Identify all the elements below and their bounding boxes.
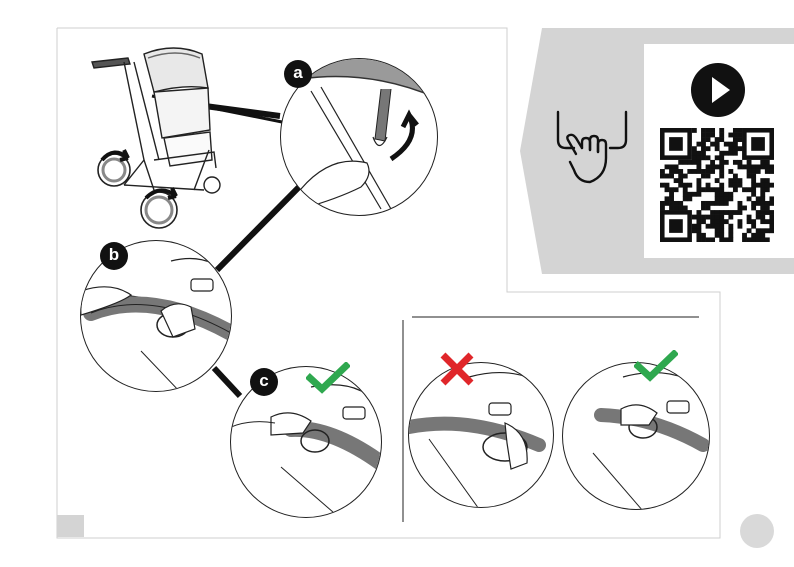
- wrong-example-circle: [408, 362, 554, 508]
- corner-tab: [57, 515, 84, 537]
- step-badge-a: a: [284, 60, 312, 88]
- play-icon[interactable]: [690, 62, 746, 118]
- check-icon: [634, 350, 678, 382]
- qr-code-icon[interactable]: [660, 128, 774, 242]
- cross-icon: [438, 350, 476, 388]
- stroller-illustration: [84, 40, 244, 230]
- correct-example-circle: [562, 362, 710, 510]
- check-icon: [306, 362, 350, 394]
- step-letter-b: b: [109, 246, 119, 263]
- step-letter-c: c: [259, 372, 268, 389]
- step-badge-c: c: [250, 368, 278, 396]
- page-number-badge: [740, 514, 774, 548]
- step-letter-a: a: [293, 64, 302, 81]
- hand-press-icon: [554, 110, 634, 192]
- step-badge-b: b: [100, 242, 128, 270]
